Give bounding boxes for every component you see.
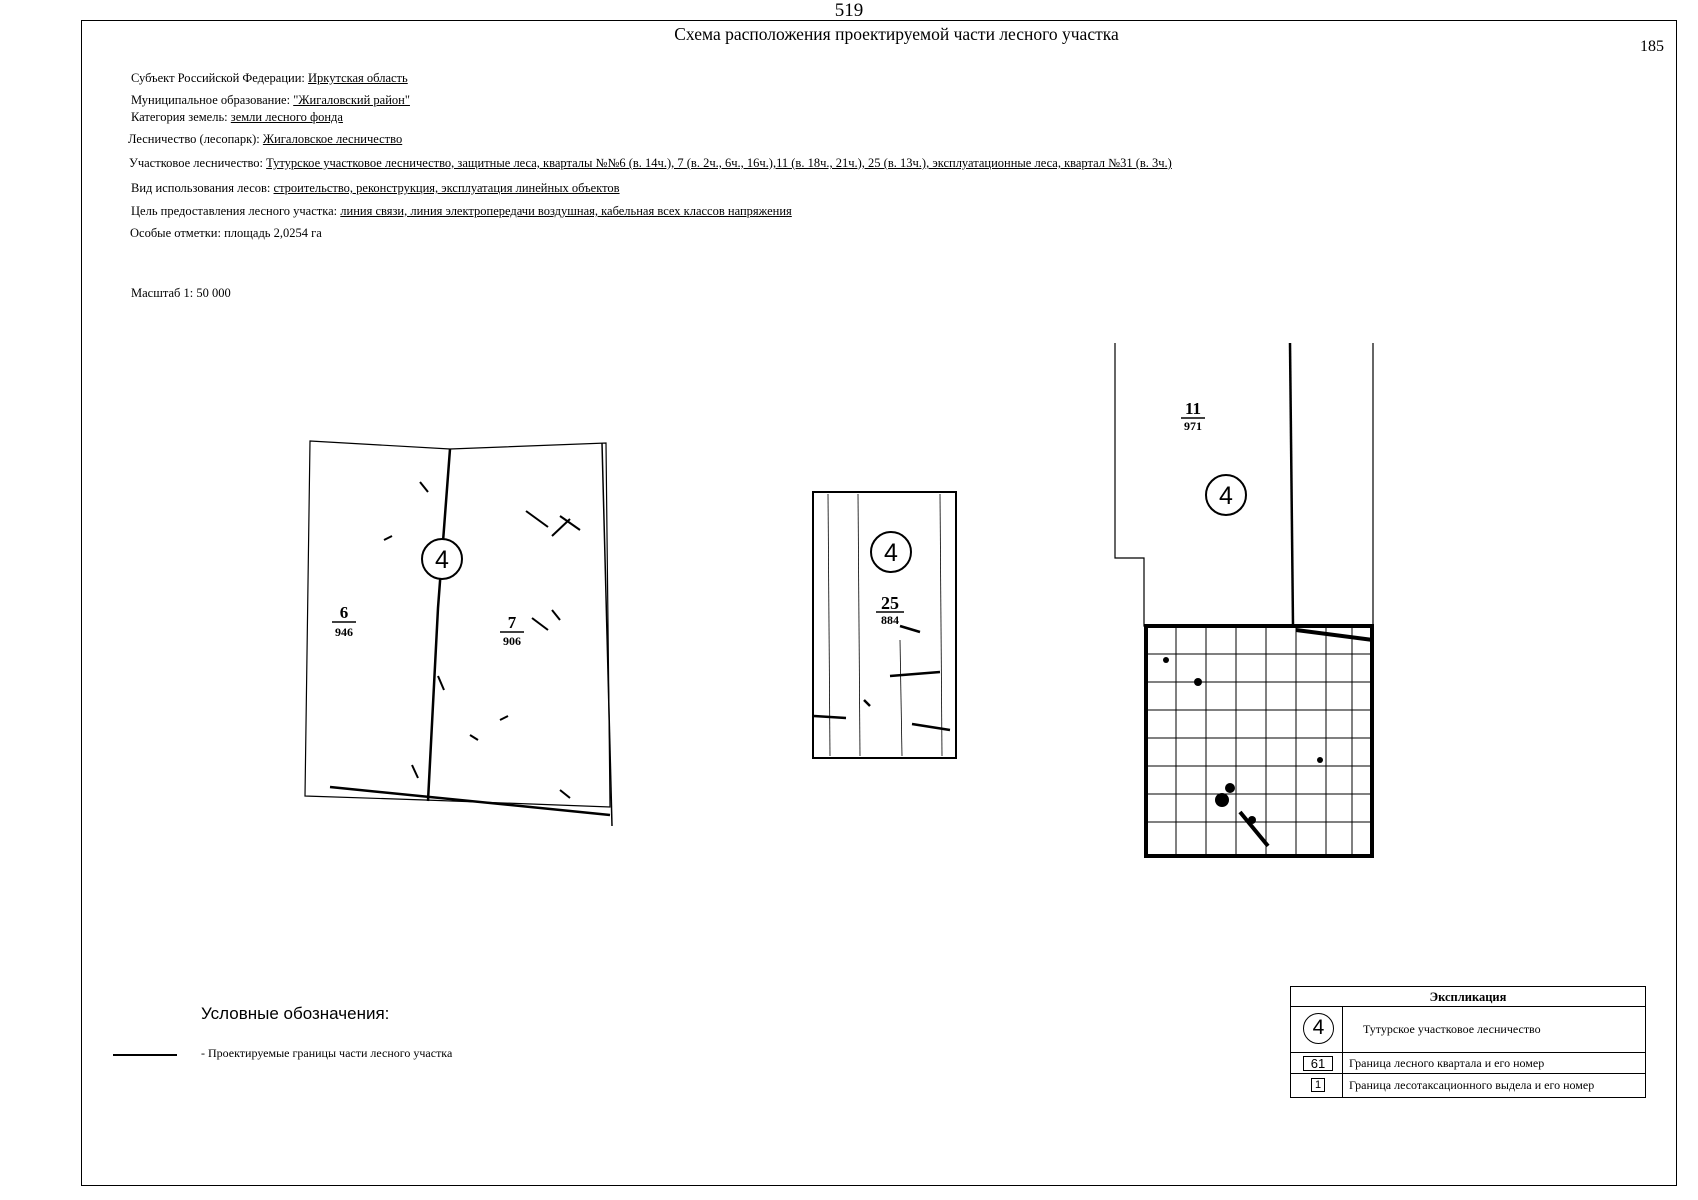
info-use-type-value: строительство, реконструкция, эксплуатац… <box>273 181 620 195</box>
forestry-marker-1: 4 <box>421 538 463 580</box>
info-forestry-label: Лесничество (лесопарк): <box>128 132 260 146</box>
info-forestry: Лесничество (лесопарк): Жигаловское лесн… <box>128 132 402 147</box>
explication-row-label: Граница лесотаксационного выдела и его н… <box>1349 1078 1595 1092</box>
info-municipality: Муниципальное образование: "Жигаловский … <box>131 93 410 108</box>
project-boundary-line <box>1295 628 1374 642</box>
explication-title: Экспликация <box>1291 987 1645 1007</box>
quarter-number: 25 <box>881 593 899 613</box>
info-land-category-label: Категория земель: <box>131 110 228 124</box>
info-district-forestry: Участковое лесничество: Тутурское участк… <box>129 156 1172 171</box>
info-subject: Субъект Российской Федерации: Иркутская … <box>131 71 408 86</box>
forestry-number: 4 <box>1219 482 1233 510</box>
fragment-1-right-edge <box>601 442 613 827</box>
quarter-area: 906 <box>503 634 521 648</box>
info-district-forestry-value: Тутурское участковое лесничество, защитн… <box>266 156 1172 170</box>
info-use-type-label: Вид использования лесов: <box>131 181 271 195</box>
forestry-marker-2: 4 <box>870 531 912 573</box>
map-scale: Масштаб 1: 50 000 <box>131 286 231 300</box>
quarter-boundary-line <box>426 448 452 802</box>
legend-boundary-line-symbol <box>113 1054 177 1056</box>
fragment-1-outline <box>304 440 611 808</box>
info-land-category-value: земли лесного фонда <box>230 110 343 124</box>
quarter-area: 946 <box>335 625 353 639</box>
grid-lines <box>1146 626 1372 856</box>
explication-symbol-cell: 61 <box>1291 1053 1343 1073</box>
info-use-type: Вид использования лесов: строительство, … <box>131 181 620 196</box>
sheet-number: 185 <box>1640 38 1664 55</box>
info-land-category: Категория земель: земли лесного фонда <box>131 110 343 125</box>
explication-row: 4 Тутурское участковое лесничество <box>1291 1007 1645 1053</box>
forestry-circle <box>421 538 463 580</box>
forestry-circle <box>1205 474 1247 516</box>
info-notes-label: Особые отметки: <box>130 226 221 240</box>
quarter-label-7: 7 906 <box>500 613 524 648</box>
map-fragment-3: 4 11 971 <box>1114 342 1374 858</box>
map-fragment-2: 4 25 884 <box>812 491 957 759</box>
terrain-marks <box>1163 657 1323 824</box>
quarter-boundary-line <box>1288 342 1295 627</box>
sheet-frame <box>81 20 1677 1186</box>
terrain-marks <box>813 624 951 732</box>
explication-row: 1 Граница лесотаксационного выдела и его… <box>1291 1074 1645 1097</box>
info-subject-label: Субъект Российской Федерации: <box>131 71 305 85</box>
explication-symbol-cell: 1 <box>1291 1074 1343 1097</box>
info-forestry-value: Жигаловское лесничество <box>262 132 403 146</box>
terrain-marks <box>383 481 581 799</box>
quarter-box-symbol: 61 <box>1303 1056 1333 1071</box>
page-number: 519 <box>834 0 864 21</box>
explication-table: Экспликация 4 Тутурское участковое лесни… <box>1290 986 1646 1098</box>
forestry-circle <box>870 531 912 573</box>
info-purpose: Цель предоставления лесного участка: лин… <box>131 204 792 219</box>
quarter-number: 11 <box>1185 399 1201 418</box>
info-district-forestry-label: Участковое лесничество: <box>129 156 263 170</box>
forestry-circle-symbol: 4 <box>1303 1013 1334 1044</box>
info-notes-value: площадь 2,0254 га <box>224 226 322 240</box>
legend-title: Условные обозначения: <box>201 1004 390 1023</box>
allotment-box-symbol: 1 <box>1311 1078 1325 1092</box>
info-purpose-value: линия связи, линия электропередачи возду… <box>340 204 792 218</box>
forestry-number: 4 <box>884 539 898 567</box>
quarter-number: 6 <box>340 603 349 622</box>
info-subject-value: Иркутская область <box>308 71 408 85</box>
quarter-area: 971 <box>1184 419 1202 433</box>
page-title: Схема расположения проектируемой части л… <box>674 24 1119 44</box>
project-boundary-line <box>329 785 611 817</box>
quarter-label-25: 25 884 <box>876 593 904 627</box>
terrain-marks <box>1238 810 1270 848</box>
explication-row-label: Тутурское участковое лесничество <box>1363 1022 1541 1036</box>
info-municipality-label: Муниципальное образование: <box>131 93 291 107</box>
legend-item-label: - Проектируемые границы части лесного уч… <box>201 1046 453 1060</box>
quarter-label-6: 6 946 <box>332 603 356 639</box>
quarter-number: 7 <box>508 613 517 632</box>
forestry-marker-3: 4 <box>1205 474 1247 516</box>
forestry-number: 4 <box>435 546 449 574</box>
map-fragment-1: 4 6 946 7 906 <box>304 440 613 827</box>
explication-row-label: Граница лесного квартала и его номер <box>1349 1055 1545 1070</box>
quarter-label-11: 11 971 <box>1181 399 1205 433</box>
section-lines <box>827 493 943 757</box>
explication-row: 61 Граница лесного квартала и его номер <box>1291 1053 1645 1074</box>
info-municipality-value: "Жигаловский район" <box>293 93 410 107</box>
quarter-area: 884 <box>881 613 899 627</box>
info-notes: Особые отметки: площадь 2,0254 га <box>130 226 322 241</box>
info-purpose-label: Цель предоставления лесного участка: <box>131 204 338 218</box>
fragment-3-grid-area <box>1144 624 1374 858</box>
explication-symbol-cell: 4 <box>1291 1007 1343 1052</box>
